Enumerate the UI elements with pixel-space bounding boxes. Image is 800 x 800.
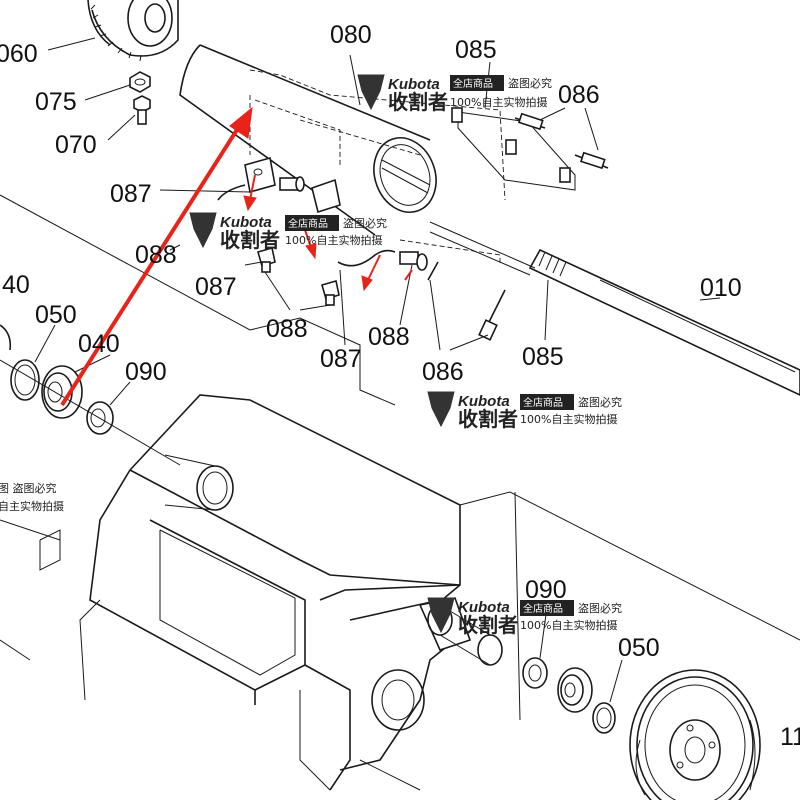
watermark-name: 收割者: [388, 90, 448, 114]
label-050-left: 050: [35, 301, 77, 329]
watermark-badge-text: 全店商品: [453, 77, 493, 90]
label-050-right: 050: [618, 634, 660, 662]
watermark-name: 收割者: [458, 407, 518, 431]
label-070: 070: [55, 131, 97, 159]
watermark-logo-icon: [189, 212, 217, 249]
lower-housing: [39, 394, 503, 791]
watermark-note: 盗图必究: [578, 601, 622, 615]
part-labels: 060 075 070 080 085 086 087 088 087 088 …: [0, 21, 800, 751]
label-060: 060: [0, 40, 38, 68]
label-075: 075: [35, 88, 77, 116]
bolt-part: [133, 95, 151, 125]
watermark-badge-text: 全店商品: [523, 396, 563, 409]
watermark-subtitle: 100%自主实物拍摄: [285, 233, 382, 247]
label-11-right: 11: [780, 723, 800, 751]
watermark-badge: [450, 75, 504, 91]
label-088-b: 088: [266, 315, 308, 343]
label-088-c: 088: [368, 323, 410, 351]
label-087-c: 087: [320, 345, 362, 373]
watermark-brand: Kubota: [220, 214, 272, 231]
frame-outline: [0, 194, 800, 721]
watermark-partial-note: 图 盗图必究: [0, 481, 57, 495]
label-085-bottom: 085: [522, 343, 564, 371]
sprocket-gear: [87, 0, 179, 62]
label-085-top: 085: [455, 36, 497, 64]
red-annotation-arrow: [60, 106, 413, 407]
label-088-a: 088: [135, 241, 177, 269]
label-086-top: 086: [558, 81, 600, 109]
watermark-brand: Kubota: [458, 599, 510, 616]
watermark-brand: Kubota: [388, 76, 440, 93]
right-bearing-set: [522, 657, 616, 734]
watermark-badge-text: 全店商品: [288, 217, 328, 230]
label-40-left: 40: [2, 271, 30, 299]
left-bearing-set: [0, 324, 114, 435]
watermark-3: Kubota 全店商品 盗图必究 收割者 100%自主实物拍摄: [427, 391, 622, 431]
label-087-a: 087: [110, 180, 152, 208]
watermark-logo-icon: [357, 74, 385, 111]
nut-part: [129, 71, 151, 93]
main-tube: [179, 44, 506, 265]
watermark-subtitle: 100%自主实物拍摄: [450, 95, 547, 109]
label-010: 010: [700, 274, 742, 302]
watermark-note: 盗图必究: [508, 76, 552, 90]
label-040: 040: [78, 330, 120, 358]
watermark-name: 收割者: [220, 228, 280, 252]
label-086-bottom: 086: [422, 358, 464, 386]
watermark-2: Kubota 全店商品 盗图必究 收割者 100%自主实物拍摄: [189, 212, 387, 252]
watermark-1: Kubota 全店商品 盗图必究 收割者 100%自主实物拍摄: [357, 74, 552, 114]
pulley-wheel: [629, 669, 761, 800]
drive-shaft: [429, 221, 800, 396]
watermark-badge: [520, 394, 574, 410]
watermark-note: 盗图必究: [578, 395, 622, 409]
watermark-badge: [520, 600, 574, 616]
watermark-note: 盗图必究: [343, 216, 387, 230]
label-090-left: 090: [125, 358, 167, 386]
label-090-right: 090: [525, 576, 567, 604]
watermark-logo-icon: [427, 391, 455, 428]
watermark-partial: 图 盗图必究 自主实物拍摄: [0, 481, 64, 513]
watermark-partial-sub: 自主实物拍摄: [0, 499, 64, 513]
watermark-name: 收割者: [458, 613, 518, 637]
watermark-logo-icon: [427, 597, 455, 634]
watermark-badge-text: 全店商品: [523, 602, 563, 615]
watermark-badge: [285, 215, 339, 231]
watermark-brand: Kubota: [458, 393, 510, 410]
watermark-subtitle: 100%自主实物拍摄: [520, 618, 617, 632]
pin-assembly: [451, 107, 609, 191]
label-087-b: 087: [195, 273, 237, 301]
watermark-subtitle: 100%自主实物拍摄: [520, 412, 617, 426]
watermark-4: Kubota 全店商品 盗图必究 收割者 100%自主实物拍摄: [427, 597, 622, 637]
label-080: 080: [330, 21, 372, 49]
